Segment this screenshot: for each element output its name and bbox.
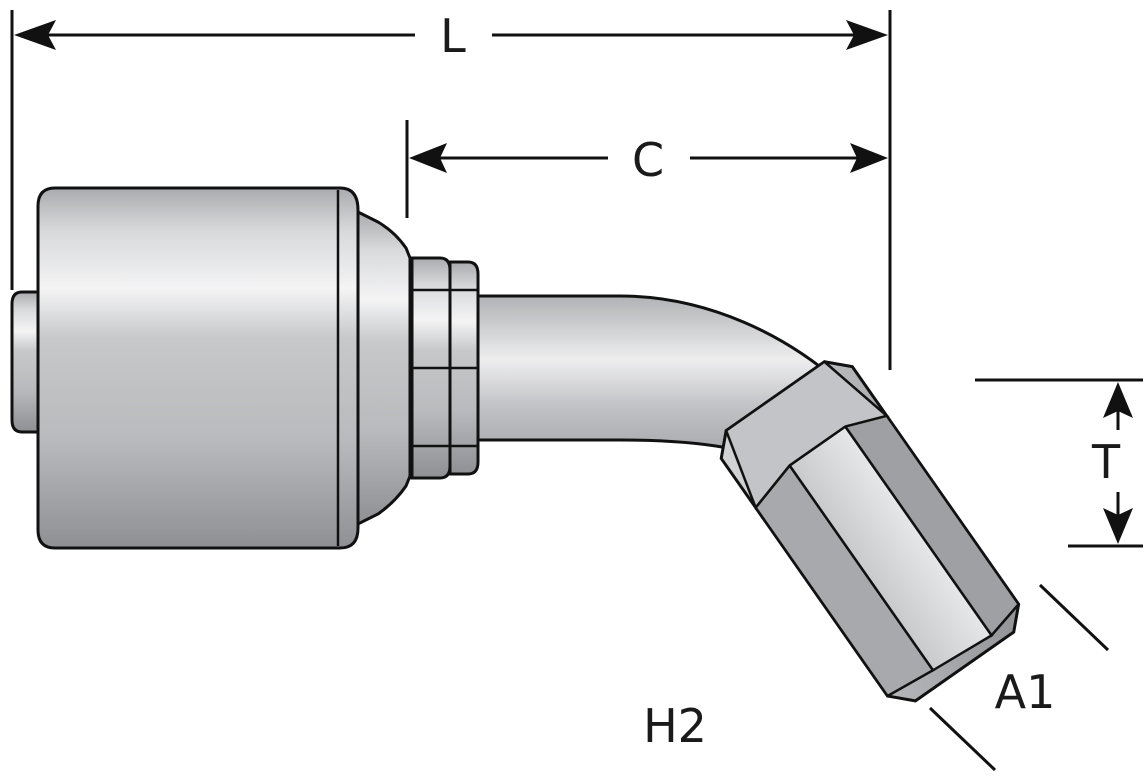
label-h2: H2 [643, 699, 707, 753]
label-t: T [1091, 435, 1121, 489]
t-arrow-bottom [1103, 508, 1133, 544]
label-l: L [440, 9, 466, 63]
l-arrow-left [14, 20, 56, 50]
shell-collar [356, 209, 412, 527]
label-a1: A1 [995, 665, 1056, 719]
label-c: C [632, 133, 664, 187]
t-arrow-top [1103, 382, 1133, 418]
hose-shell [10, 186, 412, 550]
a1-leader-upper [1038, 583, 1110, 652]
dimension-lines [10, 10, 1143, 772]
l-arrow-right [846, 20, 888, 50]
hose-stub [10, 290, 42, 434]
dimension-arrowheads [14, 20, 1133, 544]
c-arrow-right [850, 143, 888, 173]
a1-leader-lower [928, 706, 997, 772]
swivel-nut [719, 360, 1021, 703]
c-arrow-left [409, 143, 447, 173]
shell-body [36, 186, 360, 550]
hex-ferrule [410, 256, 480, 480]
